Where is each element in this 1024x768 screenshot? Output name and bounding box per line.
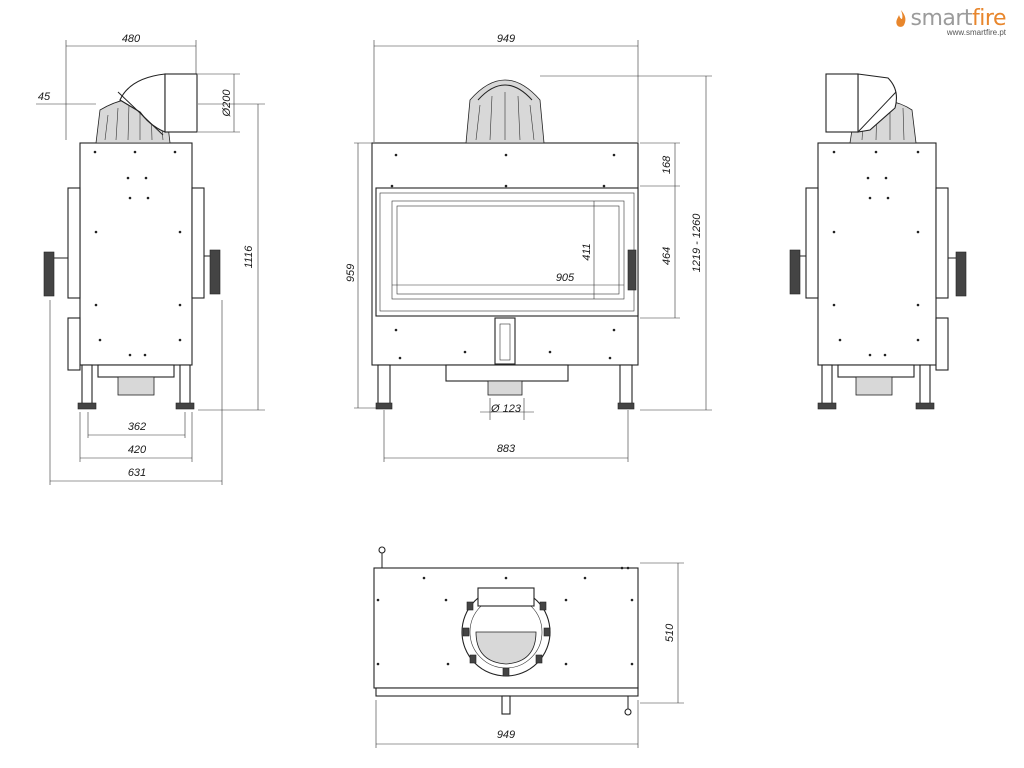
side-panel-left [67, 187, 81, 299]
side-flue-pipe [164, 73, 198, 133]
top-knob-left [378, 546, 386, 554]
side-panel-lower [67, 317, 81, 371]
dim-949-top: 949 [497, 729, 515, 741]
dim-631: 631 [128, 467, 146, 479]
side-view-left: 480 45 Ø200 1116 362 420 631 [36, 33, 265, 485]
dim-1219-1260: 1219 - 1260 [691, 213, 703, 273]
right-handle-left [789, 249, 801, 295]
right-flue-elbow [857, 73, 897, 133]
dim-flue: Ø200 [221, 89, 233, 118]
top-flue-pipe [477, 587, 535, 607]
dim-168: 168 [661, 155, 673, 174]
top-knob-right [624, 708, 632, 716]
side-leg-back [179, 364, 191, 406]
dim-905: 905 [556, 272, 575, 284]
right-body [817, 142, 937, 366]
flame-icon [896, 9, 906, 27]
top-view: 510 949 [373, 546, 684, 748]
glass-outer [391, 200, 625, 300]
dim-480: 480 [122, 33, 141, 45]
dim-464: 464 [661, 247, 673, 265]
front-door [375, 187, 639, 317]
front-air-control [494, 317, 516, 365]
brand-name: smartfire [910, 6, 1006, 31]
dim-959: 959 [345, 264, 357, 282]
brand-name-smart: smart [910, 6, 973, 31]
front-leg-left [377, 364, 391, 406]
dim-123: Ø 123 [490, 403, 522, 415]
side-air-inlet [117, 376, 155, 396]
dim-45: 45 [38, 91, 51, 103]
right-flue-pipe [825, 73, 859, 133]
dim-411: 411 [581, 243, 593, 261]
dim-883: 883 [497, 443, 516, 455]
glass-inner [396, 205, 620, 295]
right-handle-right [955, 251, 967, 297]
front-base [445, 364, 569, 382]
front-view: 949 168 464 1219 - 1260 959 411 905 Ø 12… [345, 33, 712, 462]
side-leg-front [81, 364, 93, 406]
dim-1116: 1116 [243, 245, 255, 269]
front-leg-right [619, 364, 633, 406]
brand-logo: smartfire www.smartfire.pt [894, 6, 1006, 37]
side-handle-left [43, 251, 55, 297]
dim-510: 510 [664, 623, 676, 642]
side-handle-right [209, 249, 221, 295]
brand-url: www.smartfire.pt [946, 28, 1006, 37]
dim-362: 362 [128, 421, 146, 433]
dim-949-front: 949 [497, 33, 515, 45]
side-body [79, 142, 193, 366]
side-view-right [789, 73, 967, 410]
brand-name-fire: fire [972, 6, 1006, 31]
side-panel-right [191, 187, 205, 299]
door-handle [627, 249, 637, 291]
dim-420: 420 [128, 444, 147, 456]
